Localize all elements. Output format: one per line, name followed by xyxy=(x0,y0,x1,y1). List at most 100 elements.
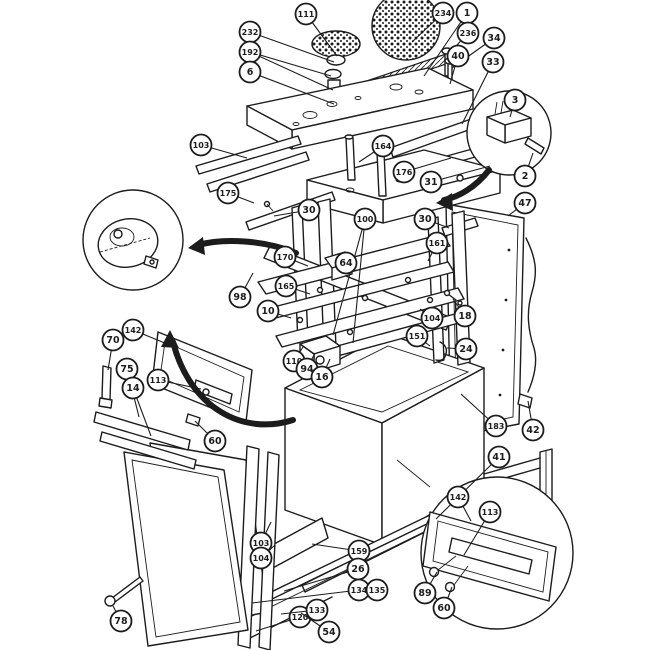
svg-text:104: 104 xyxy=(424,314,441,323)
handle-bar xyxy=(93,411,191,451)
svg-text:34: 34 xyxy=(487,33,501,44)
stud xyxy=(345,137,356,181)
svg-text:3: 3 xyxy=(512,95,519,106)
svg-text:176: 176 xyxy=(396,168,413,177)
callout-47: 47 xyxy=(507,191,537,217)
callout-183: 183 xyxy=(460,393,508,438)
callout-142: 142 xyxy=(446,485,472,522)
svg-text:2: 2 xyxy=(522,171,529,182)
gearbox xyxy=(299,335,341,373)
callout-89: 89 xyxy=(413,571,438,605)
svg-text:110: 110 xyxy=(286,357,303,366)
callout-6: 6 xyxy=(238,60,335,105)
callout-161: 161 xyxy=(425,231,449,262)
svg-text:161: 161 xyxy=(429,239,446,248)
handle-bar xyxy=(99,431,197,470)
callout-236: 236 xyxy=(446,21,480,57)
svg-text:18: 18 xyxy=(458,311,472,322)
detail-bubble-latch xyxy=(466,90,552,176)
callout-164: 164 xyxy=(358,134,395,163)
callout-142: 142 xyxy=(121,318,178,349)
svg-text:159: 159 xyxy=(351,547,368,556)
callout-111: 111 xyxy=(294,2,338,57)
svg-text:26: 26 xyxy=(351,564,365,575)
svg-text:42: 42 xyxy=(526,425,539,436)
svg-text:133: 133 xyxy=(309,606,326,615)
gear-large xyxy=(371,0,441,61)
callout-113: 113 xyxy=(146,368,202,392)
svg-text:103: 103 xyxy=(193,141,210,150)
detail-bubble-valve xyxy=(82,189,184,291)
svg-text:78: 78 xyxy=(114,616,128,627)
oven-box xyxy=(284,333,485,546)
callout-42: 42 xyxy=(521,400,545,442)
callout-113: 113 xyxy=(463,500,502,556)
svg-text:1: 1 xyxy=(464,8,471,19)
svg-text:134: 134 xyxy=(351,586,368,595)
svg-text:60: 60 xyxy=(208,436,222,447)
callout-54: 54 xyxy=(300,612,341,644)
stud xyxy=(376,151,387,197)
bolt-78 xyxy=(104,576,144,607)
svg-text:232: 232 xyxy=(242,28,259,37)
svg-text:234: 234 xyxy=(435,9,452,18)
svg-text:24: 24 xyxy=(459,344,473,355)
svg-text:94: 94 xyxy=(300,364,314,375)
svg-text:54: 54 xyxy=(322,627,336,638)
svg-text:142: 142 xyxy=(450,493,467,502)
svg-text:142: 142 xyxy=(125,326,142,335)
bracket-70 xyxy=(98,365,113,409)
callout-40: 40 xyxy=(446,44,470,85)
magnifier-arrows xyxy=(161,167,492,428)
callout-31: 31 xyxy=(419,165,491,194)
svg-text:40: 40 xyxy=(451,51,465,62)
svg-text:60: 60 xyxy=(437,603,451,614)
svg-text:33: 33 xyxy=(486,57,499,68)
svg-text:6: 6 xyxy=(247,67,254,78)
callout-175: 175 xyxy=(216,181,255,205)
svg-text:75: 75 xyxy=(120,364,133,375)
wire-harness xyxy=(525,237,537,393)
callout-26: 26 xyxy=(283,557,370,592)
svg-text:98: 98 xyxy=(233,292,247,303)
svg-text:10: 10 xyxy=(261,306,275,317)
callout-192: 192 xyxy=(238,40,334,91)
screw xyxy=(444,581,456,593)
callout-16: 16 xyxy=(310,358,334,389)
svg-text:100: 100 xyxy=(357,215,374,224)
svg-text:135: 135 xyxy=(369,586,386,595)
callout-104: 104 xyxy=(419,306,444,330)
svg-text:175: 175 xyxy=(220,189,237,198)
svg-text:16: 16 xyxy=(315,372,329,383)
hook-24 xyxy=(435,341,448,362)
arrow-sweep xyxy=(170,339,296,428)
callout-30: 30 xyxy=(413,207,450,231)
callout-176: 176 xyxy=(392,157,452,184)
callout-133: 133 xyxy=(280,598,329,622)
callout-70: 70 xyxy=(101,328,125,371)
svg-text:41: 41 xyxy=(492,452,505,463)
callout-151: 151 xyxy=(405,324,431,348)
callout-100: 100 xyxy=(332,207,377,344)
svg-text:70: 70 xyxy=(106,335,120,346)
callout-104: 104 xyxy=(249,544,276,570)
svg-text:47: 47 xyxy=(518,198,531,209)
callout-134: 134 xyxy=(251,578,371,604)
callout-10: 10 xyxy=(256,299,292,323)
svg-text:104: 104 xyxy=(253,554,270,563)
callout-41: 41 xyxy=(435,445,511,520)
callout-3: 3 xyxy=(503,88,527,118)
callout-234: 234 xyxy=(411,1,455,43)
left-brackets xyxy=(195,135,310,212)
screw xyxy=(428,566,440,578)
svg-text:164: 164 xyxy=(375,142,392,151)
svg-text:192: 192 xyxy=(242,48,259,57)
top-panel xyxy=(246,67,474,150)
latch-pin xyxy=(524,137,545,155)
svg-text:31: 31 xyxy=(424,177,437,188)
svg-text:120: 120 xyxy=(292,613,309,622)
gear-small xyxy=(311,30,361,58)
